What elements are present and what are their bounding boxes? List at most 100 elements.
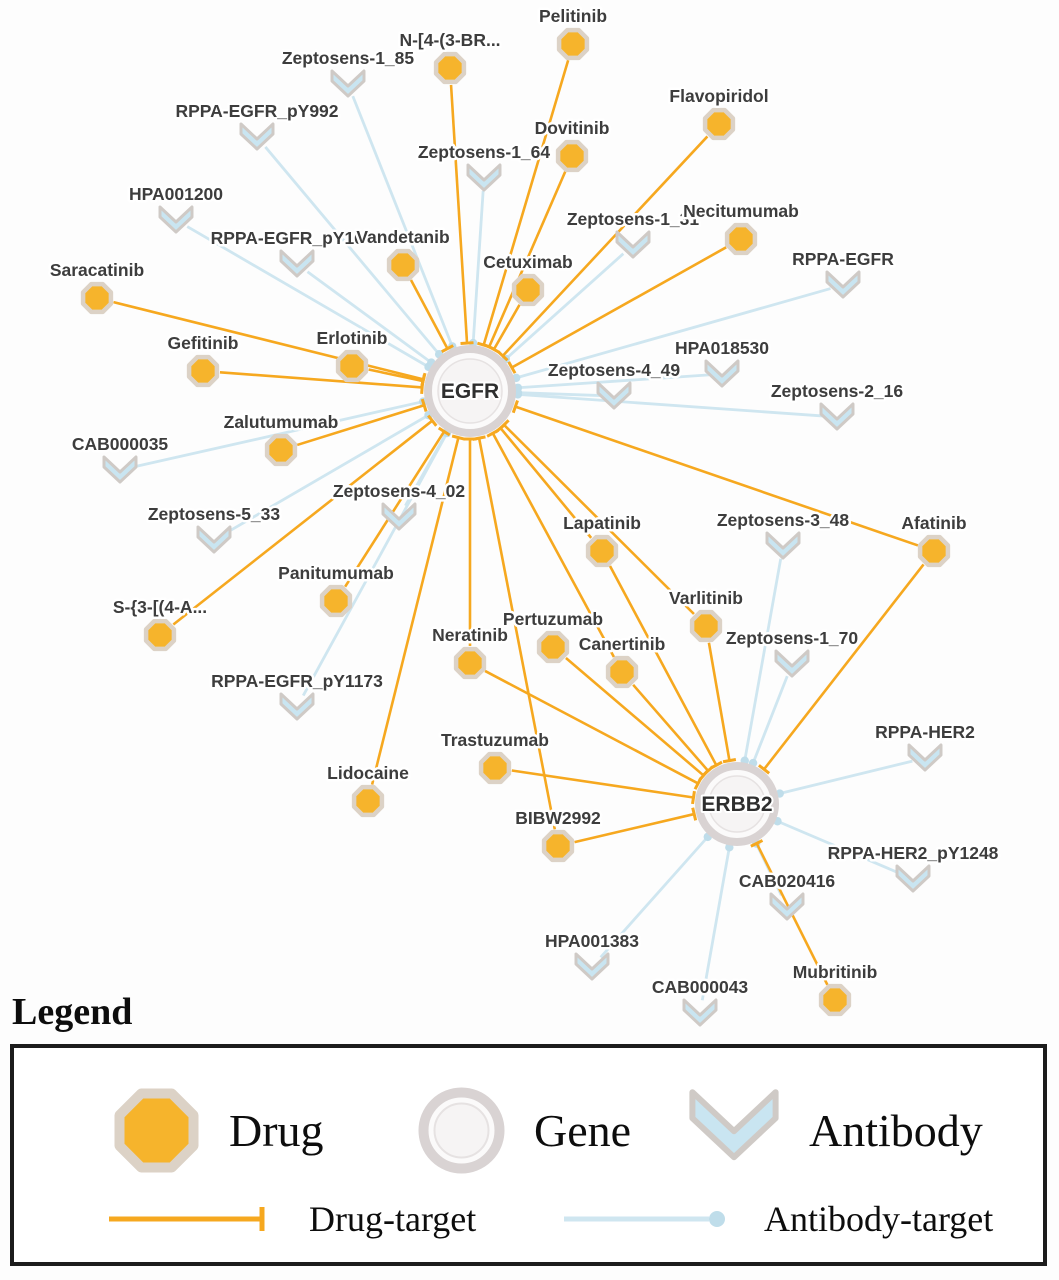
drug-label: BIBW2992 <box>515 808 601 828</box>
antibody-label: CAB000043 <box>652 977 749 997</box>
antibody-node[interactable] <box>574 952 610 981</box>
drug-target-edge <box>482 59 570 346</box>
legend-title: Legend <box>12 991 133 1033</box>
legend-box: Drug Gene Antibody Drug-target <box>10 1044 1047 1266</box>
drug-target-edge <box>484 669 699 785</box>
drug-target-edge <box>409 279 449 350</box>
antibody-node[interactable] <box>895 864 931 893</box>
antibody-node[interactable] <box>596 381 632 410</box>
antibody-node[interactable] <box>102 455 138 484</box>
drug-target-tee <box>511 400 519 414</box>
drug-label: Gefitinib <box>168 333 239 353</box>
antibody-node[interactable] <box>774 649 810 678</box>
drug-node[interactable] <box>555 139 589 173</box>
edges-drug-layer <box>113 59 925 986</box>
antibody-node[interactable] <box>825 270 861 299</box>
antibody-target-edge <box>351 95 454 347</box>
drug-node[interactable] <box>536 630 570 664</box>
antibody-label: Zeptosens-1_85 <box>282 48 415 68</box>
antibody-node[interactable] <box>682 998 718 1027</box>
antibody-label: Zeptosens-1_64 <box>418 142 551 162</box>
drug-label: Cetuximab <box>483 252 572 272</box>
drug-label: Lapatinib <box>563 513 641 533</box>
drug-node[interactable] <box>80 281 114 315</box>
antibody-node[interactable] <box>279 249 315 278</box>
antibody-node[interactable] <box>196 525 232 554</box>
drug-node[interactable] <box>264 433 298 467</box>
antibody-target-edge <box>517 392 825 418</box>
antibody-target-edge <box>504 252 625 361</box>
antibody-node[interactable] <box>819 402 855 431</box>
antibody-node[interactable] <box>381 502 417 531</box>
drug-node[interactable] <box>917 534 951 568</box>
antibody-target-edge <box>224 413 430 535</box>
antibody-label: RPPA-HER2 <box>875 722 975 742</box>
drug-label: Mubritinib <box>793 962 878 982</box>
antibody-node[interactable] <box>907 743 943 772</box>
antibody-node[interactable] <box>330 69 366 98</box>
drug-node[interactable] <box>433 51 467 85</box>
drug-node[interactable] <box>541 829 575 863</box>
gene-label: ERBB2 <box>701 793 772 816</box>
drug-target-tee <box>487 344 501 354</box>
drug-node[interactable] <box>511 273 545 307</box>
antibody-target-edge <box>599 835 709 959</box>
drug-node[interactable] <box>186 354 220 388</box>
drug-target-edge <box>368 368 424 383</box>
antibody-target-edge <box>302 432 449 697</box>
drug-node[interactable] <box>351 784 385 818</box>
antibody-target-edge <box>700 847 731 1001</box>
drug-node[interactable] <box>319 584 353 618</box>
antibody-target-edge <box>517 391 602 397</box>
antibody-label: CAB000035 <box>72 434 169 454</box>
drug-target-tee <box>486 428 500 438</box>
drug-target-tee <box>427 414 438 427</box>
drug-node[interactable] <box>724 222 758 256</box>
antibody-label: Zeptosens-3_48 <box>717 510 850 530</box>
antibody-target-edge <box>264 146 441 356</box>
antibody-node[interactable] <box>615 230 651 259</box>
drug-label: Lidocaine <box>327 763 409 783</box>
antibody-label: HPA018530 <box>675 338 769 358</box>
antibody-node[interactable] <box>279 692 315 721</box>
drug-target-edge <box>113 300 424 381</box>
drug-node[interactable] <box>605 655 639 689</box>
drug-node[interactable] <box>689 609 723 643</box>
drug-node[interactable] <box>818 983 852 1017</box>
drug-node[interactable] <box>556 27 590 61</box>
antibody-target-edge <box>776 819 902 876</box>
antibody-label: Zeptosens-2_16 <box>771 381 904 401</box>
drug-node[interactable] <box>478 751 512 785</box>
drug-node[interactable] <box>386 248 420 282</box>
drug-node[interactable] <box>143 618 177 652</box>
antibody-label: RPPA-EGFR_pY1068 <box>211 228 384 248</box>
drug-target-tee <box>750 839 764 848</box>
drug-target-tee <box>420 374 426 388</box>
antibody-node[interactable] <box>158 205 194 234</box>
drug-label: Pelitinib <box>539 6 607 26</box>
antibody-node[interactable] <box>769 892 805 921</box>
antibody-node[interactable] <box>466 163 502 192</box>
drug-target-tee <box>451 434 466 441</box>
drug-target-tee <box>691 807 698 821</box>
drug-label: Necitumumab <box>683 201 799 221</box>
antibody-target-edge <box>306 270 433 364</box>
drug-node[interactable] <box>585 534 619 568</box>
legend-antibody-label: Antibody <box>809 1104 983 1156</box>
antibody-node[interactable] <box>239 122 275 151</box>
antibody-label: Zeptosens-4_02 <box>333 481 466 501</box>
drug-target-edge <box>707 642 731 761</box>
drug-target-edge <box>574 812 695 844</box>
drug-node[interactable] <box>335 349 369 383</box>
drug-target-tee <box>702 765 714 777</box>
antibody-node[interactable] <box>765 531 801 560</box>
antibody-node[interactable] <box>704 359 740 388</box>
drug-node[interactable] <box>453 646 487 680</box>
drug-label: Flavopiridol <box>669 86 768 106</box>
antibody-label: Zeptosens-1_70 <box>726 628 859 648</box>
antibody-label: RPPA-EGFR_pY992 <box>175 101 338 121</box>
drug-node[interactable] <box>702 107 736 141</box>
drug-label: S-{3-[(4-A... <box>113 597 207 617</box>
drug-target-edge <box>565 657 705 777</box>
